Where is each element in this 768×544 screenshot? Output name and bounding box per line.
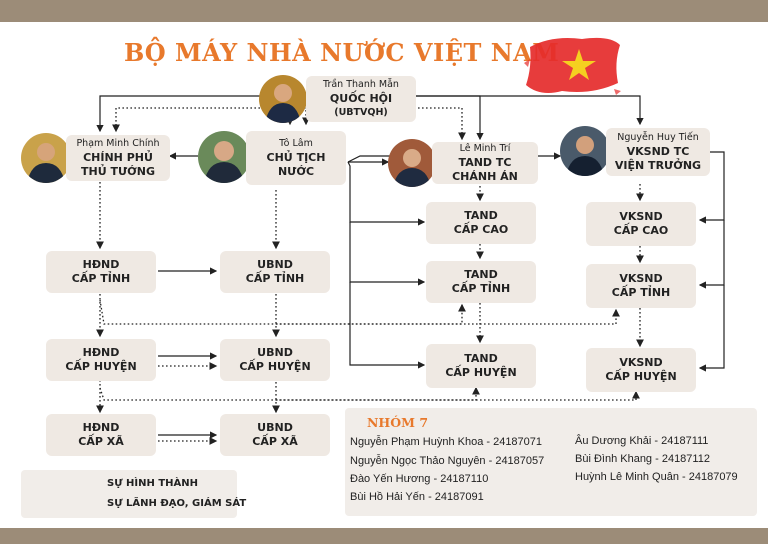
hdnd-cap-xa-box: HĐND CẤP XÃ xyxy=(46,414,156,456)
member-left-3: Đào Yến Hương - 24187110 xyxy=(350,473,489,485)
chu-tich-role: CHỦ TỊCH xyxy=(266,151,326,164)
tand-tinh-line1: TAND xyxy=(464,268,498,281)
tand-cao-line2: CẤP CAO xyxy=(453,223,509,236)
vksnd-tc-avatar xyxy=(560,126,610,176)
ubnd-cap-xa-box: UBND CẤP XÃ xyxy=(220,414,330,456)
quoc-hoi-box: Trần Thanh Mẫn QUỐC HỘI (UBTVQH) xyxy=(306,76,416,122)
ubnd-tinh-line2: CẤP TỈNH xyxy=(245,272,305,285)
tand-tc-avatar xyxy=(388,139,436,187)
hdnd-xa-line1: HĐND xyxy=(82,421,120,434)
vksnd-cap-huyen-box: VKSND CẤP HUYỆN xyxy=(586,348,696,392)
legend: SỰ HÌNH THÀNH SỰ LÃNH ĐẠO, GIÁM SÁT xyxy=(21,470,246,518)
chu-tich-box: Tô Lâm CHỦ TỊCH NƯỚC xyxy=(246,131,346,185)
tand-huyen-line2: CẤP HUYỆN xyxy=(445,366,517,379)
ubnd-cap-huyen-box: UBND CẤP HUYỆN xyxy=(220,339,330,381)
vietnam-flag-icon xyxy=(524,37,621,95)
chinh-phu-subrole: THỦ TƯỚNG xyxy=(80,165,155,178)
member-right-2: Bùi Đình Khang - 24187112 xyxy=(575,453,710,465)
tand-cao-line1: TAND xyxy=(464,209,498,222)
tand-tinh-line2: CẤP TỈNH xyxy=(451,282,511,295)
vksnd-huyen-line1: VKSND xyxy=(619,356,663,369)
chu-tich-subrole: NƯỚC xyxy=(277,165,315,178)
quoc-hoi-subrole: (UBTVQH) xyxy=(334,107,388,118)
quoc-hoi-role: QUỐC HỘI xyxy=(329,92,393,105)
hdnd-huyen-line2: CẤP HUYỆN xyxy=(65,360,137,373)
member-right-1: Âu Dương Khải - 24187111 xyxy=(575,435,709,447)
chu-tich-avatar xyxy=(198,131,250,183)
vksnd-tc-role: VKSND TC xyxy=(626,145,690,158)
chinh-phu-box: Phạm Minh Chính CHÍNH PHỦ THỦ TƯỚNG xyxy=(66,135,170,181)
vksnd-cap-cao-box: VKSND CẤP CAO xyxy=(586,202,696,246)
tand-tc-person-name: Lê Minh Trí xyxy=(459,143,511,154)
tand-cap-cao-box: TAND CẤP CAO xyxy=(426,202,536,244)
tand-cap-huyen-box: TAND CẤP HUYỆN xyxy=(426,344,536,388)
member-left-1: Nguyễn Phạm Huỳnh Khoa - 24187071 xyxy=(350,436,543,448)
ubnd-xa-line2: CẤP XÃ xyxy=(252,435,298,448)
legend-solid-label: SỰ HÌNH THÀNH xyxy=(107,478,199,489)
quoc-hoi-person-name: Trần Thanh Mẫn xyxy=(323,79,399,90)
member-left-4: Bùi Hồ Hải Yến - 24187091 xyxy=(350,491,484,503)
vksnd-tc-box: Nguyễn Huy Tiến VKSND TC VIỆN TRƯỞNG xyxy=(606,128,710,176)
ubnd-xa-line1: UBND xyxy=(257,421,293,434)
ubnd-huyen-line1: UBND xyxy=(257,346,293,359)
vksnd-tinh-line2: CẤP TỈNH xyxy=(611,286,671,299)
hdnd-cap-tinh-box: HĐND CẤP TỈNH xyxy=(46,251,156,293)
tand-tc-subrole: CHÁNH ÁN xyxy=(452,170,518,183)
chinh-phu-avatar xyxy=(21,133,71,183)
hdnd-cap-huyen-box: HĐND CẤP HUYỆN xyxy=(46,339,156,381)
ubnd-tinh-line1: UBND xyxy=(257,258,293,271)
tand-cap-tinh-box: TAND CẤP TỈNH xyxy=(426,261,536,303)
tand-tc-box: Lê Minh Trí TAND TC CHÁNH ÁN xyxy=(432,142,538,184)
legend-dotted-label: SỰ LÃNH ĐẠO, GIÁM SÁT xyxy=(107,498,247,509)
tand-tc-role: TAND TC xyxy=(458,156,512,169)
vksnd-huyen-line2: CẤP HUYỆN xyxy=(605,370,677,383)
chinh-phu-role: CHÍNH PHỦ xyxy=(83,151,153,164)
vksnd-tc-subrole: VIỆN TRƯỞNG xyxy=(614,159,702,172)
chu-tich-person-name: Tô Lâm xyxy=(279,138,313,149)
hdnd-tinh-line1: HĐND xyxy=(82,258,120,271)
vksnd-tc-person-name: Nguyễn Huy Tiến xyxy=(617,132,699,143)
tand-huyen-line1: TAND xyxy=(464,352,498,365)
vksnd-cao-line2: CẤP CAO xyxy=(613,224,669,237)
vksnd-tinh-line1: VKSND xyxy=(619,272,663,285)
member-right-3: Huỳnh Lê Minh Quân - 24187079 xyxy=(575,471,738,483)
hdnd-tinh-line2: CẤP TỈNH xyxy=(71,272,131,285)
group-members-panel xyxy=(345,408,757,516)
hdnd-huyen-line1: HĐND xyxy=(82,346,120,359)
ubnd-cap-tinh-box: UBND CẤP TỈNH xyxy=(220,251,330,293)
bottom-band xyxy=(0,528,768,544)
top-band xyxy=(0,0,768,22)
ubnd-huyen-line2: CẤP HUYỆN xyxy=(239,360,311,373)
quoc-hoi-avatar xyxy=(259,75,307,123)
chinh-phu-person-name: Phạm Minh Chính xyxy=(76,138,160,149)
vksnd-cao-line1: VKSND xyxy=(619,210,663,223)
group-title: NHÓM 7 xyxy=(367,415,429,430)
hdnd-xa-line2: CẤP XÃ xyxy=(78,435,124,448)
page-title: BỘ MÁY NHÀ NƯỚC VIỆT NAM xyxy=(124,38,560,67)
vksnd-cap-tinh-box: VKSND CẤP TỈNH xyxy=(586,264,696,308)
member-left-2: Nguyễn Ngọc Thảo Nguyên - 24187057 xyxy=(350,455,545,467)
